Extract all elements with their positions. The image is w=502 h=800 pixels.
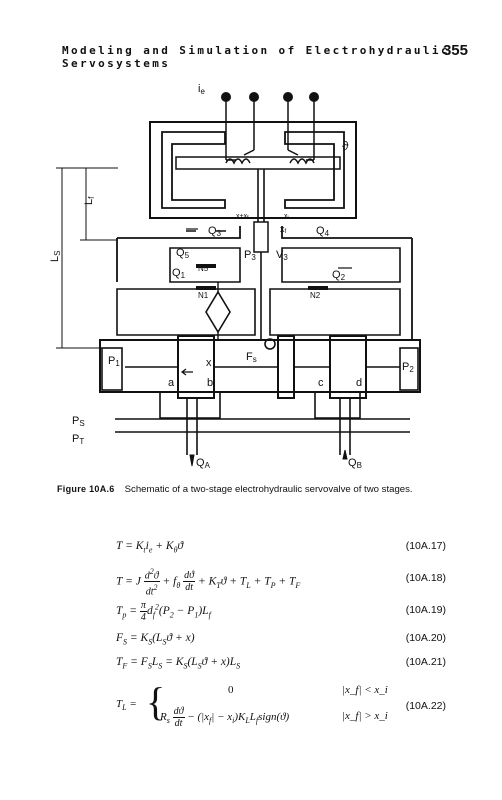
- label-q4: Q4: [316, 225, 330, 238]
- label-ps: PS: [72, 415, 85, 428]
- label-xi: xi: [284, 213, 289, 221]
- label-q1: Q1: [172, 267, 186, 280]
- label-theta: ϑ: [342, 139, 349, 153]
- label-n5: N5: [198, 264, 209, 273]
- label-v3: V3: [276, 249, 288, 262]
- running-title: Modeling and Simulation of Electrohydrau…: [62, 44, 450, 70]
- equation-10a17: T = Ktie + Kθϑ (10A.17): [116, 540, 446, 555]
- page-number: 355: [442, 42, 468, 59]
- figure-label: Figure 10A.6: [57, 484, 115, 494]
- equation-10a20: FS = KS(LSϑ + x) (10A.20): [116, 632, 446, 647]
- filter-symbol: [205, 290, 231, 334]
- label-fs: Fs: [246, 351, 257, 364]
- label-lf: Lf: [83, 196, 96, 205]
- label-p2: P2: [402, 361, 414, 374]
- equation-10a21: TF = FSLS = KS(LSϑ + x)LS (10A.21): [116, 656, 446, 671]
- label-ie: ie: [198, 83, 205, 96]
- label-x: x: [206, 357, 212, 369]
- equation-number: (10A.18): [405, 572, 446, 584]
- label-q3: Q3: [208, 225, 222, 238]
- equation-number: (10A.22): [405, 700, 446, 712]
- label-n1: N1: [198, 291, 209, 300]
- equation-number: (10A.17): [405, 540, 446, 552]
- label-d: d: [356, 377, 362, 389]
- equation-number: (10A.21): [405, 656, 446, 668]
- label-p1: P1: [108, 355, 120, 368]
- label-a: a: [168, 377, 175, 389]
- label-n2: N2: [310, 291, 321, 300]
- label-xf: xf: [280, 224, 287, 235]
- servovalve-schematic: ie ϑ Lf LS Q3 Q4 x+xf xi xf Q5 P3 V3 N5 …: [49, 83, 421, 470]
- torque-motor-housing: [149, 121, 357, 219]
- label-pt: PT: [72, 433, 84, 446]
- label-c: c: [318, 377, 324, 389]
- label-q5: Q5: [176, 247, 190, 260]
- equation-number: (10A.20): [405, 632, 446, 644]
- label-qa: QA: [196, 457, 211, 470]
- label-x-plus-xf: x+xf: [236, 213, 249, 221]
- label-qb: QB: [348, 457, 362, 470]
- label-ls: LS: [49, 251, 62, 262]
- equation-number: (10A.19): [405, 604, 446, 616]
- figure-caption-text: Schematic of a two-stage electrohydrauli…: [124, 484, 413, 495]
- label-q2: Q2: [332, 269, 346, 282]
- armature: [175, 156, 341, 170]
- flapper-nozzle: [253, 221, 269, 253]
- label-p3: P3: [244, 249, 256, 262]
- figure-caption: Figure 10A.6 Schematic of a two-stage ele…: [57, 484, 497, 495]
- label-b: b: [207, 377, 213, 389]
- page-header: Modeling and Simulation of Electrohydrau…: [0, 42, 502, 70]
